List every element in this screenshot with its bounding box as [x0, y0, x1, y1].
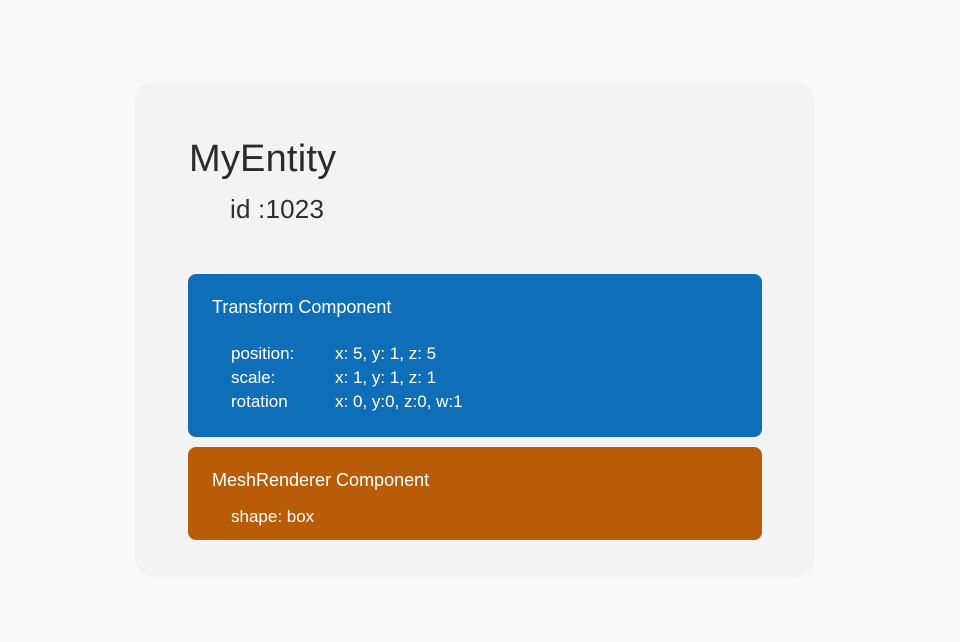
- entity-title: MyEntity: [189, 138, 337, 180]
- property-row-position: position: x: 5, y: 1, z: 5: [231, 342, 463, 366]
- property-label-position: position:: [231, 344, 295, 363]
- component-title-meshrenderer: MeshRenderer Component: [212, 470, 430, 490]
- component-title-transform: Transform Component: [212, 297, 392, 317]
- component-properties-transform: position: x: 5, y: 1, z: 5 scale: x: 1, …: [231, 342, 463, 414]
- property-label-shape: shape: box: [231, 507, 315, 526]
- property-label-scale: scale:: [231, 368, 276, 387]
- property-row-shape: shape: box: [231, 505, 314, 529]
- component-block-meshrenderer[interactable]: MeshRenderer Component shape: box: [188, 447, 762, 540]
- property-row-scale: scale: x: 1, y: 1, z: 1: [231, 366, 463, 390]
- property-value-scale: x: 1, y: 1, z: 1: [335, 368, 437, 387]
- component-block-transform[interactable]: Transform Component position: x: 5, y: 1…: [188, 274, 762, 437]
- entity-id-label: id :1023: [230, 194, 325, 224]
- entity-card: MyEntity id :1023 Transform Component po…: [135, 81, 815, 577]
- property-value-rotation: x: 0, y:0, z:0, w:1: [335, 392, 463, 411]
- property-row-rotation: rotation x: 0, y:0, z:0, w:1: [231, 390, 463, 414]
- property-value-position: x: 5, y: 1, z: 5: [335, 344, 437, 363]
- component-properties-meshrenderer: shape: box: [231, 505, 314, 529]
- property-label-rotation: rotation: [231, 392, 288, 411]
